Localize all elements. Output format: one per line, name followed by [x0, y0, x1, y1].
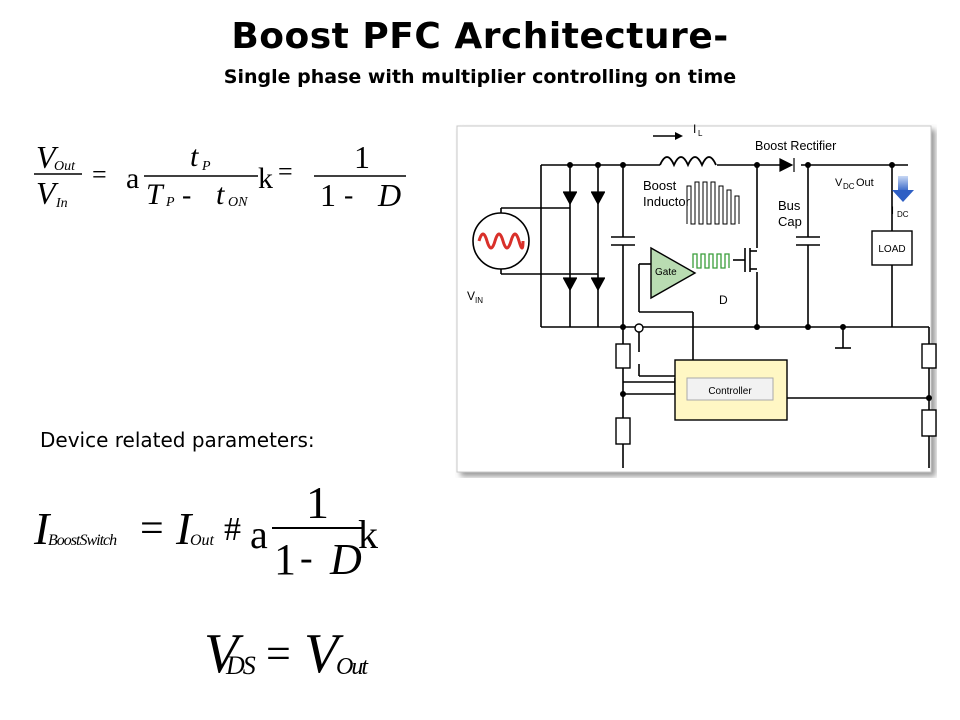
eq1-tp: t [190, 140, 199, 173]
vdc-label: V [835, 177, 843, 189]
equation-voltage-gain: V Out V In = a t P T P - t ON k = 1 1 - … [34, 139, 406, 213]
ac-source-icon [472, 212, 530, 270]
boost-label: Boost [643, 178, 677, 193]
cap-label: Cap [778, 214, 802, 229]
vin-label: V [467, 289, 475, 303]
vin-label-sub: IN [475, 296, 483, 305]
eq1-rhs-one: 1 [354, 139, 370, 175]
sine-wave-icon [477, 232, 525, 250]
slide-subtitle: Single phase with multiplier controlling… [223, 66, 737, 88]
eq2-close-paren: k [358, 512, 378, 557]
boost-pfc-circuit-diagram: I L Boost Rectifier V DC Out Boost Induc… [456, 124, 937, 473]
eq2-Iout: I [175, 503, 194, 554]
il-label: I [693, 124, 696, 136]
resistor-icon [615, 417, 631, 445]
load-box [871, 230, 913, 266]
eq1-vout: V [36, 139, 59, 175]
eq1-vin: V [36, 175, 59, 211]
idc-label: I [891, 205, 894, 217]
eq2-den-D: D [329, 535, 362, 584]
eq2-hash: # [224, 511, 241, 548]
resistor-icon [921, 409, 937, 437]
eq2-equals: = [140, 506, 164, 552]
diode-icon [590, 278, 606, 292]
eq1-vout-sub: Out [54, 159, 76, 174]
device-params-label: Device related parameters: [40, 428, 315, 452]
eq1-TP-sub: P [165, 195, 175, 210]
load-label: LOAD [878, 244, 905, 255]
gate-waveform-icon [692, 253, 730, 269]
eq1-equals-2: = [278, 157, 293, 186]
eq1-close-paren: k [258, 162, 273, 195]
eq3-Vout-sub: Out [336, 654, 369, 680]
eq1-minus: - [182, 180, 191, 211]
inductor-label: Inductor [643, 194, 691, 209]
eq3-Vout: V [304, 623, 344, 685]
vdc-out-label: Out [856, 177, 874, 189]
slide-title: Boost PFC Architecture- [231, 16, 729, 57]
equation-boost-switch-current: I BoostSwitch = I Out # a 1 1 - D k [33, 478, 378, 584]
eq2-den-minus: - [300, 537, 313, 579]
inductor-waveform-icon [686, 181, 740, 225]
gate-driver-icon [650, 246, 697, 300]
vdc-label-sub: DC [843, 182, 855, 191]
eq2-I-sub: BoostSwitch [48, 532, 117, 549]
eq3-V: V [204, 623, 244, 685]
eq1-ton-sub: ON [228, 195, 248, 210]
eq1-rhs-den-minus: - [344, 180, 353, 211]
eq2-den-one: 1 [274, 535, 296, 584]
eq1-TP: T [146, 178, 165, 211]
boost-rectifier-diode-icon [779, 158, 794, 172]
eq1-open-paren: a [126, 162, 139, 195]
equation-drain-source-voltage: V DS = V Out [204, 623, 371, 685]
inductor-icon [659, 156, 717, 168]
eq1-ton: t [216, 178, 225, 211]
gate-label: Gate [655, 267, 677, 278]
boost-rectifier-label: Boost Rectifier [755, 139, 836, 153]
bus-label: Bus [778, 198, 801, 213]
idc-label-sub: DC [897, 210, 909, 219]
eq1-tp-sub: P [201, 159, 211, 174]
diode-icon [562, 278, 578, 292]
eq2-num-one: 1 [306, 478, 329, 528]
eq1-rhs-den-one: 1 [320, 177, 336, 213]
eq3-V-sub: DS [225, 651, 256, 680]
resistor-icon [615, 343, 631, 369]
diode-icon [590, 192, 606, 206]
idc-arrow-icon [892, 176, 914, 202]
il-label-sub: L [698, 129, 703, 138]
eq2-Iout-sub: Out [190, 532, 215, 549]
controller-label: Controller [708, 386, 752, 397]
eq2-I: I [33, 503, 52, 554]
d-label: D [719, 293, 728, 307]
eq1-vin-sub: In [55, 196, 68, 211]
eq1-equals-1: = [92, 160, 107, 189]
eq3-equals: = [266, 629, 291, 678]
diode-icon [562, 192, 578, 206]
eq1-rhs-den-D: D [377, 177, 401, 213]
resistor-icon [921, 343, 937, 369]
il-arrow-icon [653, 132, 683, 140]
eq2-open-paren: a [250, 512, 268, 557]
